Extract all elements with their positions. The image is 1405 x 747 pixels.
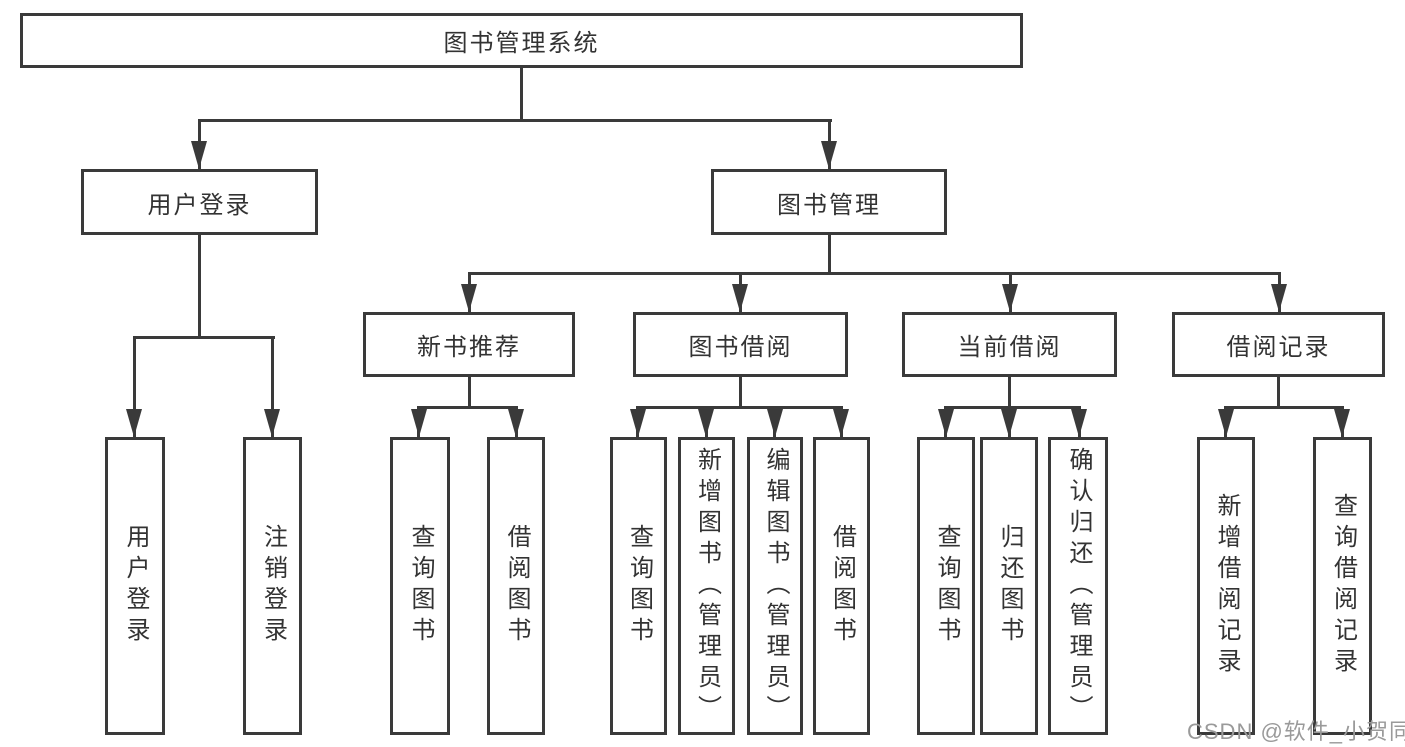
arrowhead-down-icon: [1071, 409, 1087, 437]
arrowhead-down-icon: [767, 409, 783, 437]
connector-v-line: [198, 235, 201, 336]
csdn-watermark: CSDN @软件_小贺同学: [1187, 719, 1405, 744]
leaf-label: 借阅图书: [503, 524, 530, 648]
leaf-borrow-borrow-books: 借阅图书: [813, 437, 870, 735]
connector-h-line: [636, 406, 843, 409]
connector-v-line: [133, 336, 136, 437]
node-label: 图书借阅: [688, 334, 793, 361]
connector-v-line: [1008, 377, 1011, 406]
arrowhead-down-icon: [1001, 409, 1017, 437]
leaf-label: 查询图书: [625, 524, 653, 648]
node-borrowing-records: 借阅记录: [1172, 312, 1385, 377]
connector-h-line: [944, 406, 1081, 409]
arrowhead-down-icon: [938, 409, 954, 437]
connector-h-line: [417, 406, 518, 409]
node-current-borrowing: 当前借阅: [902, 312, 1117, 377]
arrowhead-down-icon: [1218, 409, 1234, 437]
leaf-current-confirm-return-admin: 确认归还（管理员）: [1048, 437, 1108, 735]
connector-h-line: [133, 336, 275, 339]
connector-h-line: [1224, 406, 1344, 409]
arrowhead-down-icon: [833, 409, 849, 437]
arrowhead-down-icon: [1002, 284, 1018, 312]
arrowhead-down-icon: [411, 409, 427, 437]
leaf-label: 查询图书: [933, 524, 960, 648]
leaf-newbooks-query-books: 查询图书: [390, 437, 450, 735]
arrowhead-down-icon: [126, 409, 142, 437]
node-user-login: 用户登录: [81, 169, 318, 235]
connector-v-line: [468, 377, 471, 406]
arrowhead-down-icon: [461, 284, 477, 312]
node-label: 借阅记录: [1226, 334, 1331, 361]
leaf-borrow-edit-books-admin: 编辑图书（管理员）: [747, 437, 803, 735]
connector-v-line: [271, 336, 274, 437]
arrowhead-down-icon: [191, 141, 207, 169]
arrowhead-down-icon: [508, 409, 524, 437]
node-new-book-recommendation: 新书推荐: [363, 312, 575, 377]
leaf-newbooks-borrow-books: 借阅图书: [487, 437, 545, 735]
arrowhead-down-icon: [264, 409, 280, 437]
arrowhead-down-icon: [732, 284, 748, 312]
leaf-label: 确认归还（管理员）: [1065, 446, 1092, 726]
leaf-label: 编辑图书（管理员）: [762, 446, 789, 726]
node-library-management-system: 图书管理系统: [20, 13, 1023, 68]
leaf-current-return-books: 归还图书: [980, 437, 1038, 735]
leaf-label: 用户登录: [122, 524, 149, 648]
connector-v-line: [1277, 377, 1280, 406]
node-label: 图书管理系统: [443, 30, 600, 57]
node-book-borrowing: 图书借阅: [633, 312, 848, 377]
node-book-management: 图书管理: [711, 169, 947, 235]
leaf-records-query-record: 查询借阅记录: [1313, 437, 1372, 735]
arrowhead-down-icon: [1334, 409, 1350, 437]
connector-v-line: [520, 68, 523, 119]
leaf-label: 新增借阅记录: [1213, 493, 1240, 679]
node-label: 新书推荐: [417, 334, 521, 361]
leaf-user-login: 用户登录: [105, 437, 165, 735]
arrowhead-down-icon: [821, 141, 837, 169]
node-label: 用户登录: [147, 191, 252, 219]
leaf-label: 新增图书（管理员）: [693, 446, 721, 726]
arrowhead-down-icon: [1271, 284, 1287, 312]
connector-h-line: [468, 272, 1281, 275]
connector-v-line: [828, 235, 831, 272]
arrowhead-down-icon: [630, 409, 646, 437]
connector-v-line: [739, 377, 742, 406]
leaf-current-query-books: 查询图书: [917, 437, 975, 735]
leaf-label: 注销登录: [259, 524, 287, 648]
leaf-logout: 注销登录: [243, 437, 302, 735]
leaf-label: 借阅图书: [828, 524, 856, 648]
leaf-label: 归还图书: [996, 524, 1023, 648]
leaf-records-add-record: 新增借阅记录: [1197, 437, 1255, 735]
leaf-label: 查询图书: [407, 524, 434, 648]
leaf-borrow-add-books-admin: 新增图书（管理员）: [678, 437, 735, 735]
leaf-borrow-query-books: 查询图书: [610, 437, 667, 735]
node-label: 当前借阅: [957, 334, 1062, 361]
leaf-label: 查询借阅记录: [1329, 493, 1357, 679]
connector-h-line: [198, 119, 832, 122]
node-label: 图书管理: [777, 191, 881, 219]
arrowhead-down-icon: [698, 409, 714, 437]
